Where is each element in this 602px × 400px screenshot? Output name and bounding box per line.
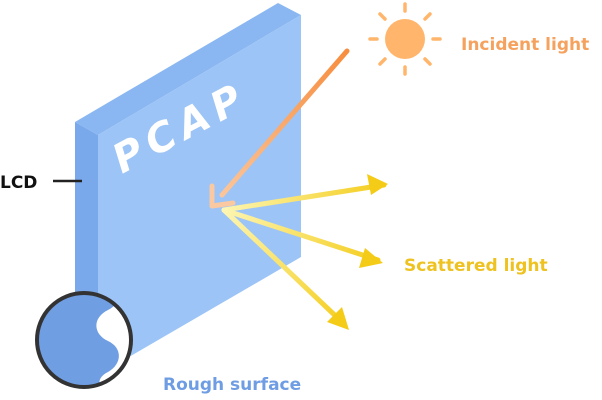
panel-top-face [75,3,301,135]
rough-surface-label: Rough surface [163,375,301,395]
scattered-light-label: Scattered light [404,256,548,276]
scattered-light-arrows [221,174,388,330]
panel-front-face [98,15,301,375]
incident-light-arrow [209,48,350,209]
scattered-arrow-1 [221,174,388,213]
rough-surface-profile [37,293,119,387]
pcap-panel: PCAP [75,3,301,375]
incident-light-label: Incident light [461,35,589,55]
rough-surface-magnifier [35,291,133,389]
sun-icon [368,2,442,76]
scattered-arrow-2 [221,207,383,268]
scattered-arrow-3 [221,207,349,330]
lcd-callout: LCD [0,173,82,193]
magnifier-circle [35,291,133,389]
lcd-label: LCD [0,173,37,193]
